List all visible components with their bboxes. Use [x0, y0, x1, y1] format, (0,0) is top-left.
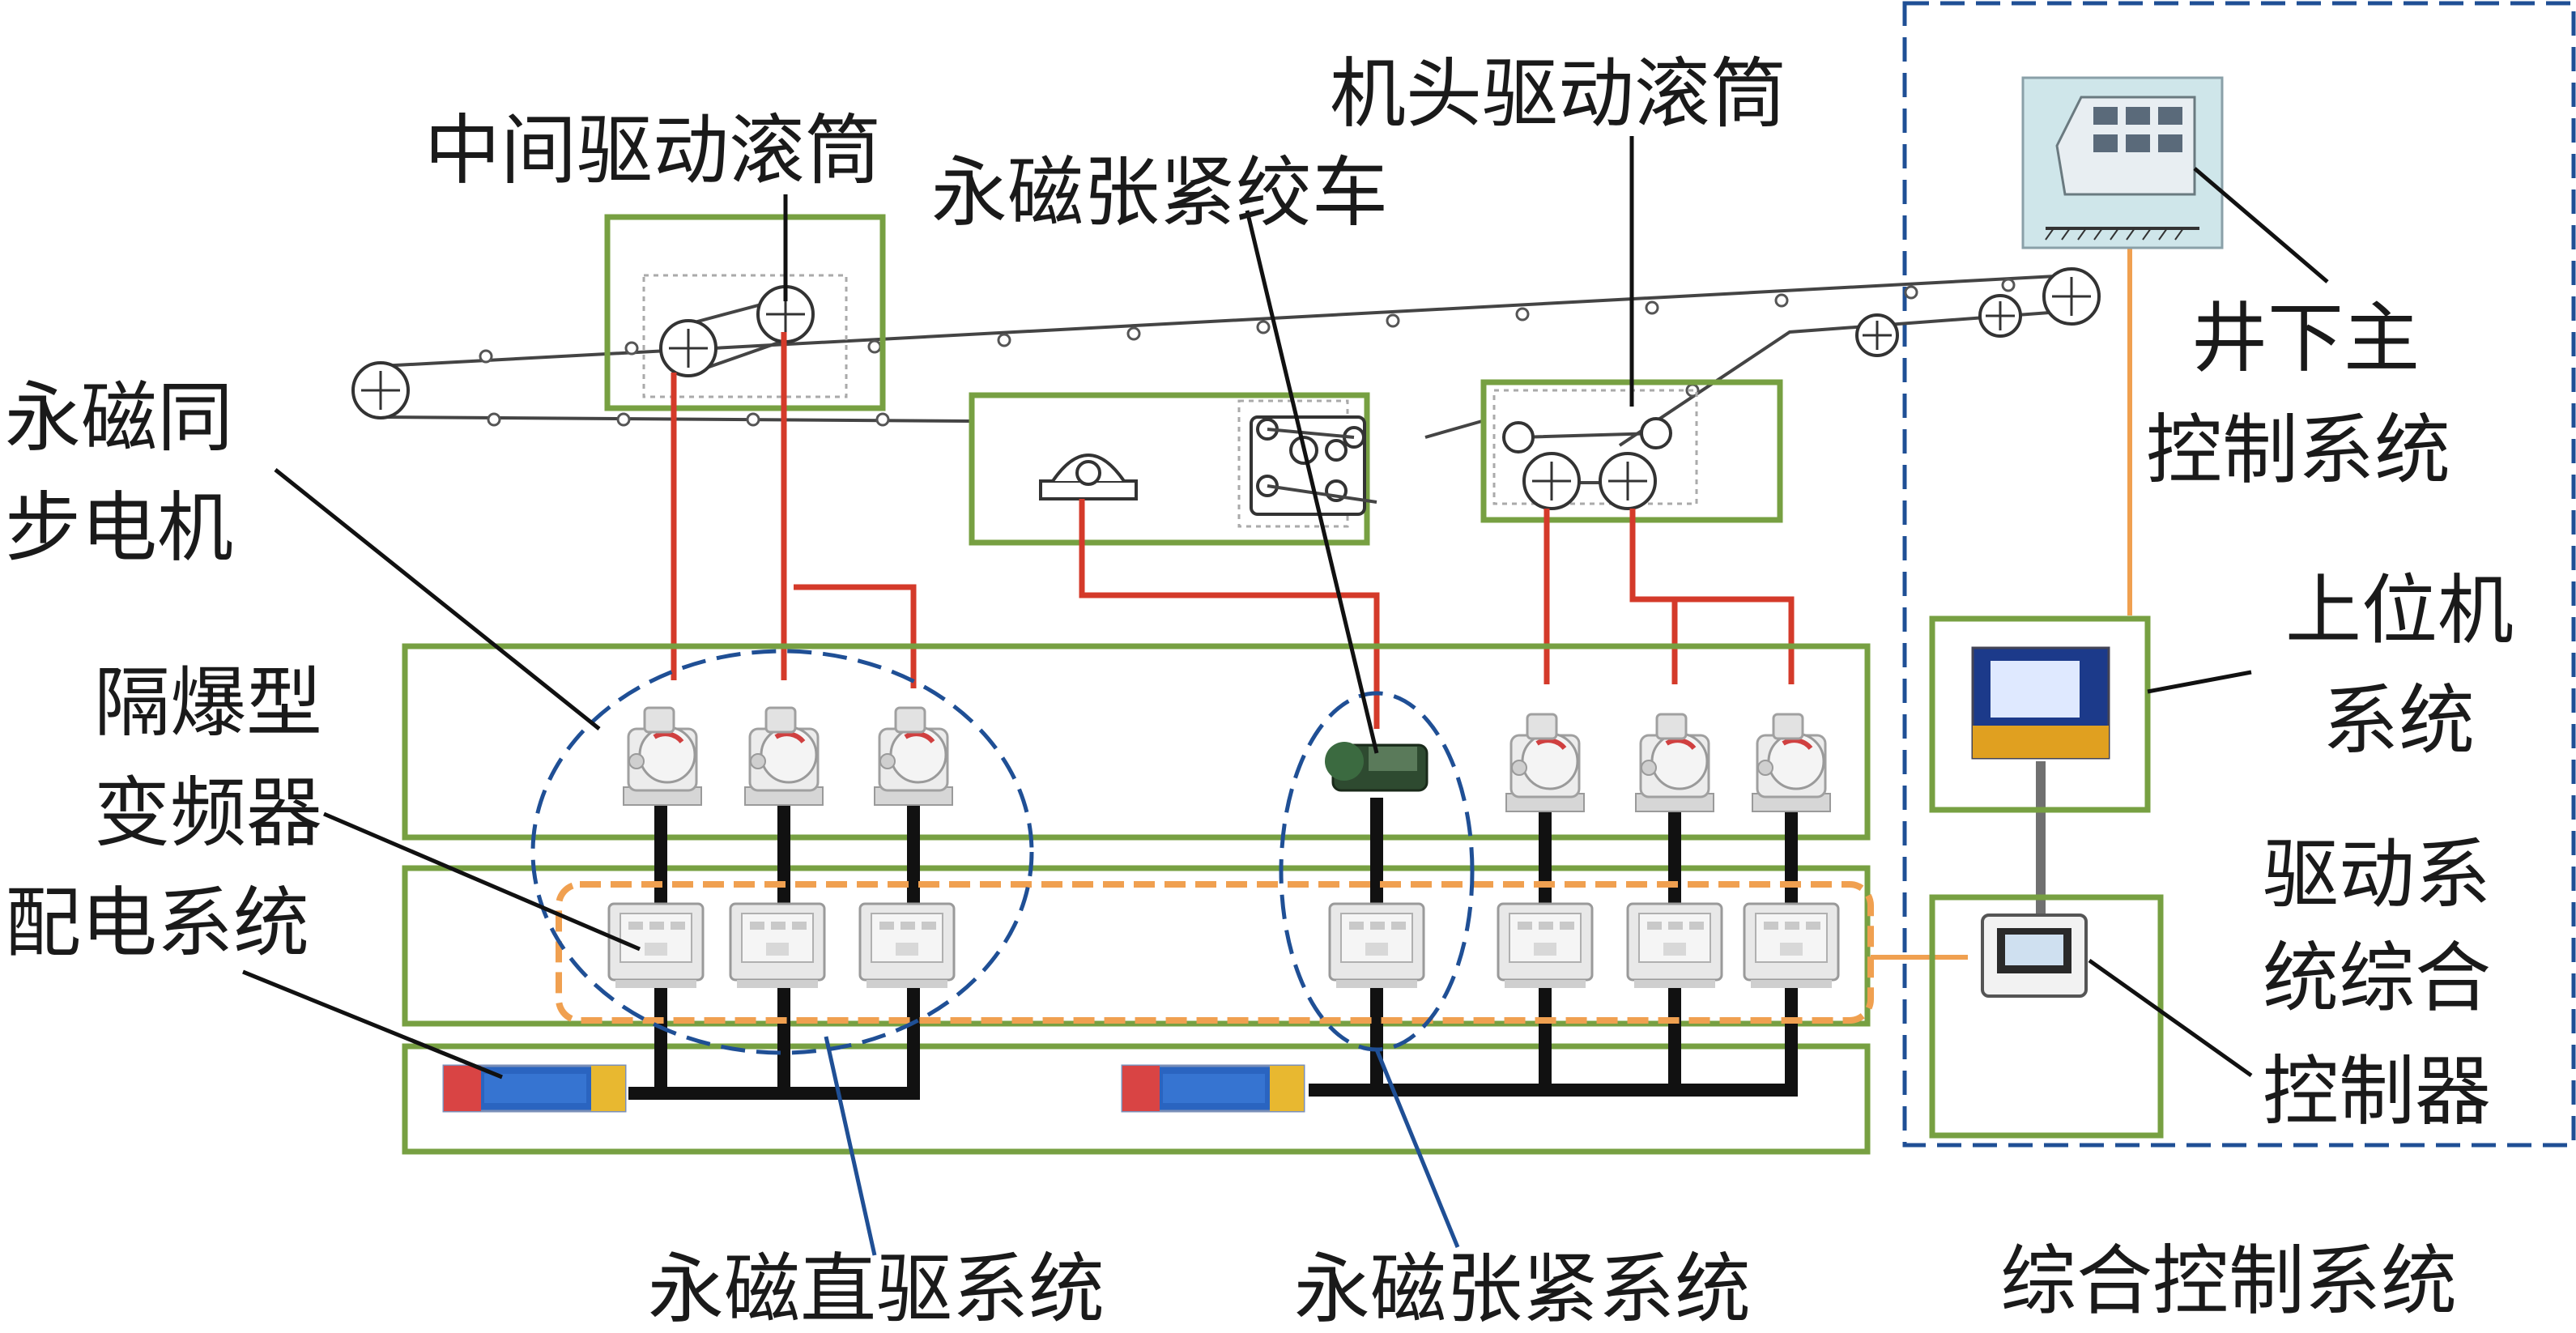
drive-controller-frame: [1929, 894, 2164, 1139]
leader-lines: [242, 136, 2329, 1256]
control-system-boundary: [1902, 1, 2576, 1148]
drive-pulley-icon: [659, 319, 717, 377]
inverters: [607, 902, 1840, 990]
bend-pulley-icon: [1855, 313, 1899, 357]
label-pm-sync-motor-2: 步电机: [5, 484, 233, 573]
motor-icon: [745, 708, 823, 805]
motor-icon: [1636, 714, 1714, 811]
label-pm-sync-motor-1: 永磁同: [5, 374, 233, 462]
switchgear-icon: [442, 1064, 627, 1113]
comm-bus-outline: [556, 881, 1874, 1024]
label-main-control-1: 井下主: [2191, 295, 2420, 383]
label-main-control-2: 控制系统: [2146, 407, 2450, 495]
motors: [624, 708, 1830, 811]
label-pm-tension-winch: 永磁张紧绞车: [931, 149, 1388, 237]
motor-row-frame: [402, 643, 1871, 841]
control-side: [1871, 76, 2224, 1139]
distribution-row-frame: [402, 1043, 1871, 1155]
switchgear-icon: [1121, 1064, 1305, 1113]
conveyor-belt: [351, 267, 2101, 447]
label-integrated-control: 综合控制系统: [2000, 1237, 2457, 1326]
bend-pulley-icon: [1978, 294, 2022, 338]
label-drive-controller-1: 驱动系: [2263, 831, 2491, 919]
tail-pulley-icon: [351, 361, 410, 419]
host-computer-icon: [1971, 646, 2110, 760]
label-host-computer-1: 上位机: [2285, 567, 2514, 655]
tension-winch-unit: [969, 392, 1377, 546]
label-power-distribution: 配电系统: [5, 879, 309, 968]
label-host-computer-2: 系统: [2323, 677, 2475, 765]
label-drive-controller-2: 统综合: [2263, 935, 2491, 1023]
middle-drive-drum-unit: [604, 214, 886, 411]
controller-icon: [1981, 914, 2088, 998]
motor-icon: [1752, 714, 1830, 811]
power-cables: [671, 332, 1795, 729]
label-vfd-1: 隔爆型: [94, 659, 322, 747]
label-tension-system: 永磁张紧系统: [1294, 1246, 1751, 1333]
drive-pulley-icon: [1599, 452, 1657, 510]
label-middle-drive-drum: 中间驱动滚筒: [424, 107, 881, 195]
inverter-icon: [729, 902, 826, 990]
host-computer-frame: [1929, 615, 2151, 813]
inverter-icon: [1743, 902, 1840, 990]
winch-icon: [1039, 454, 1138, 500]
direct-drive-group: [530, 649, 1034, 1055]
inverter-icon: [1497, 902, 1594, 990]
label-head-drive-drum: 机头驱动滚筒: [1330, 50, 1786, 138]
inverter-icon: [1626, 902, 1723, 990]
head-pulley-icon: [2042, 267, 2101, 326]
label-drive-controller-3: 控制器: [2263, 1048, 2491, 1136]
inverter-icon: [1328, 902, 1425, 990]
label-direct-drive-system: 永磁直驱系统: [648, 1246, 1105, 1333]
inverter-icon: [607, 902, 705, 990]
motor-icon: [875, 708, 952, 805]
drive-pulley-icon: [1522, 452, 1581, 510]
motor-icon: [1506, 714, 1584, 811]
inverter-icon: [858, 902, 956, 990]
labels: 中间驱动滚筒 机头驱动滚筒 永磁张紧绞车 永磁同 步电机 隔爆型 变频器 配电系…: [5, 50, 2514, 1333]
motor-icon: [624, 708, 701, 805]
label-vfd-2: 变频器: [94, 769, 322, 858]
control-console-icon: [2021, 76, 2224, 249]
